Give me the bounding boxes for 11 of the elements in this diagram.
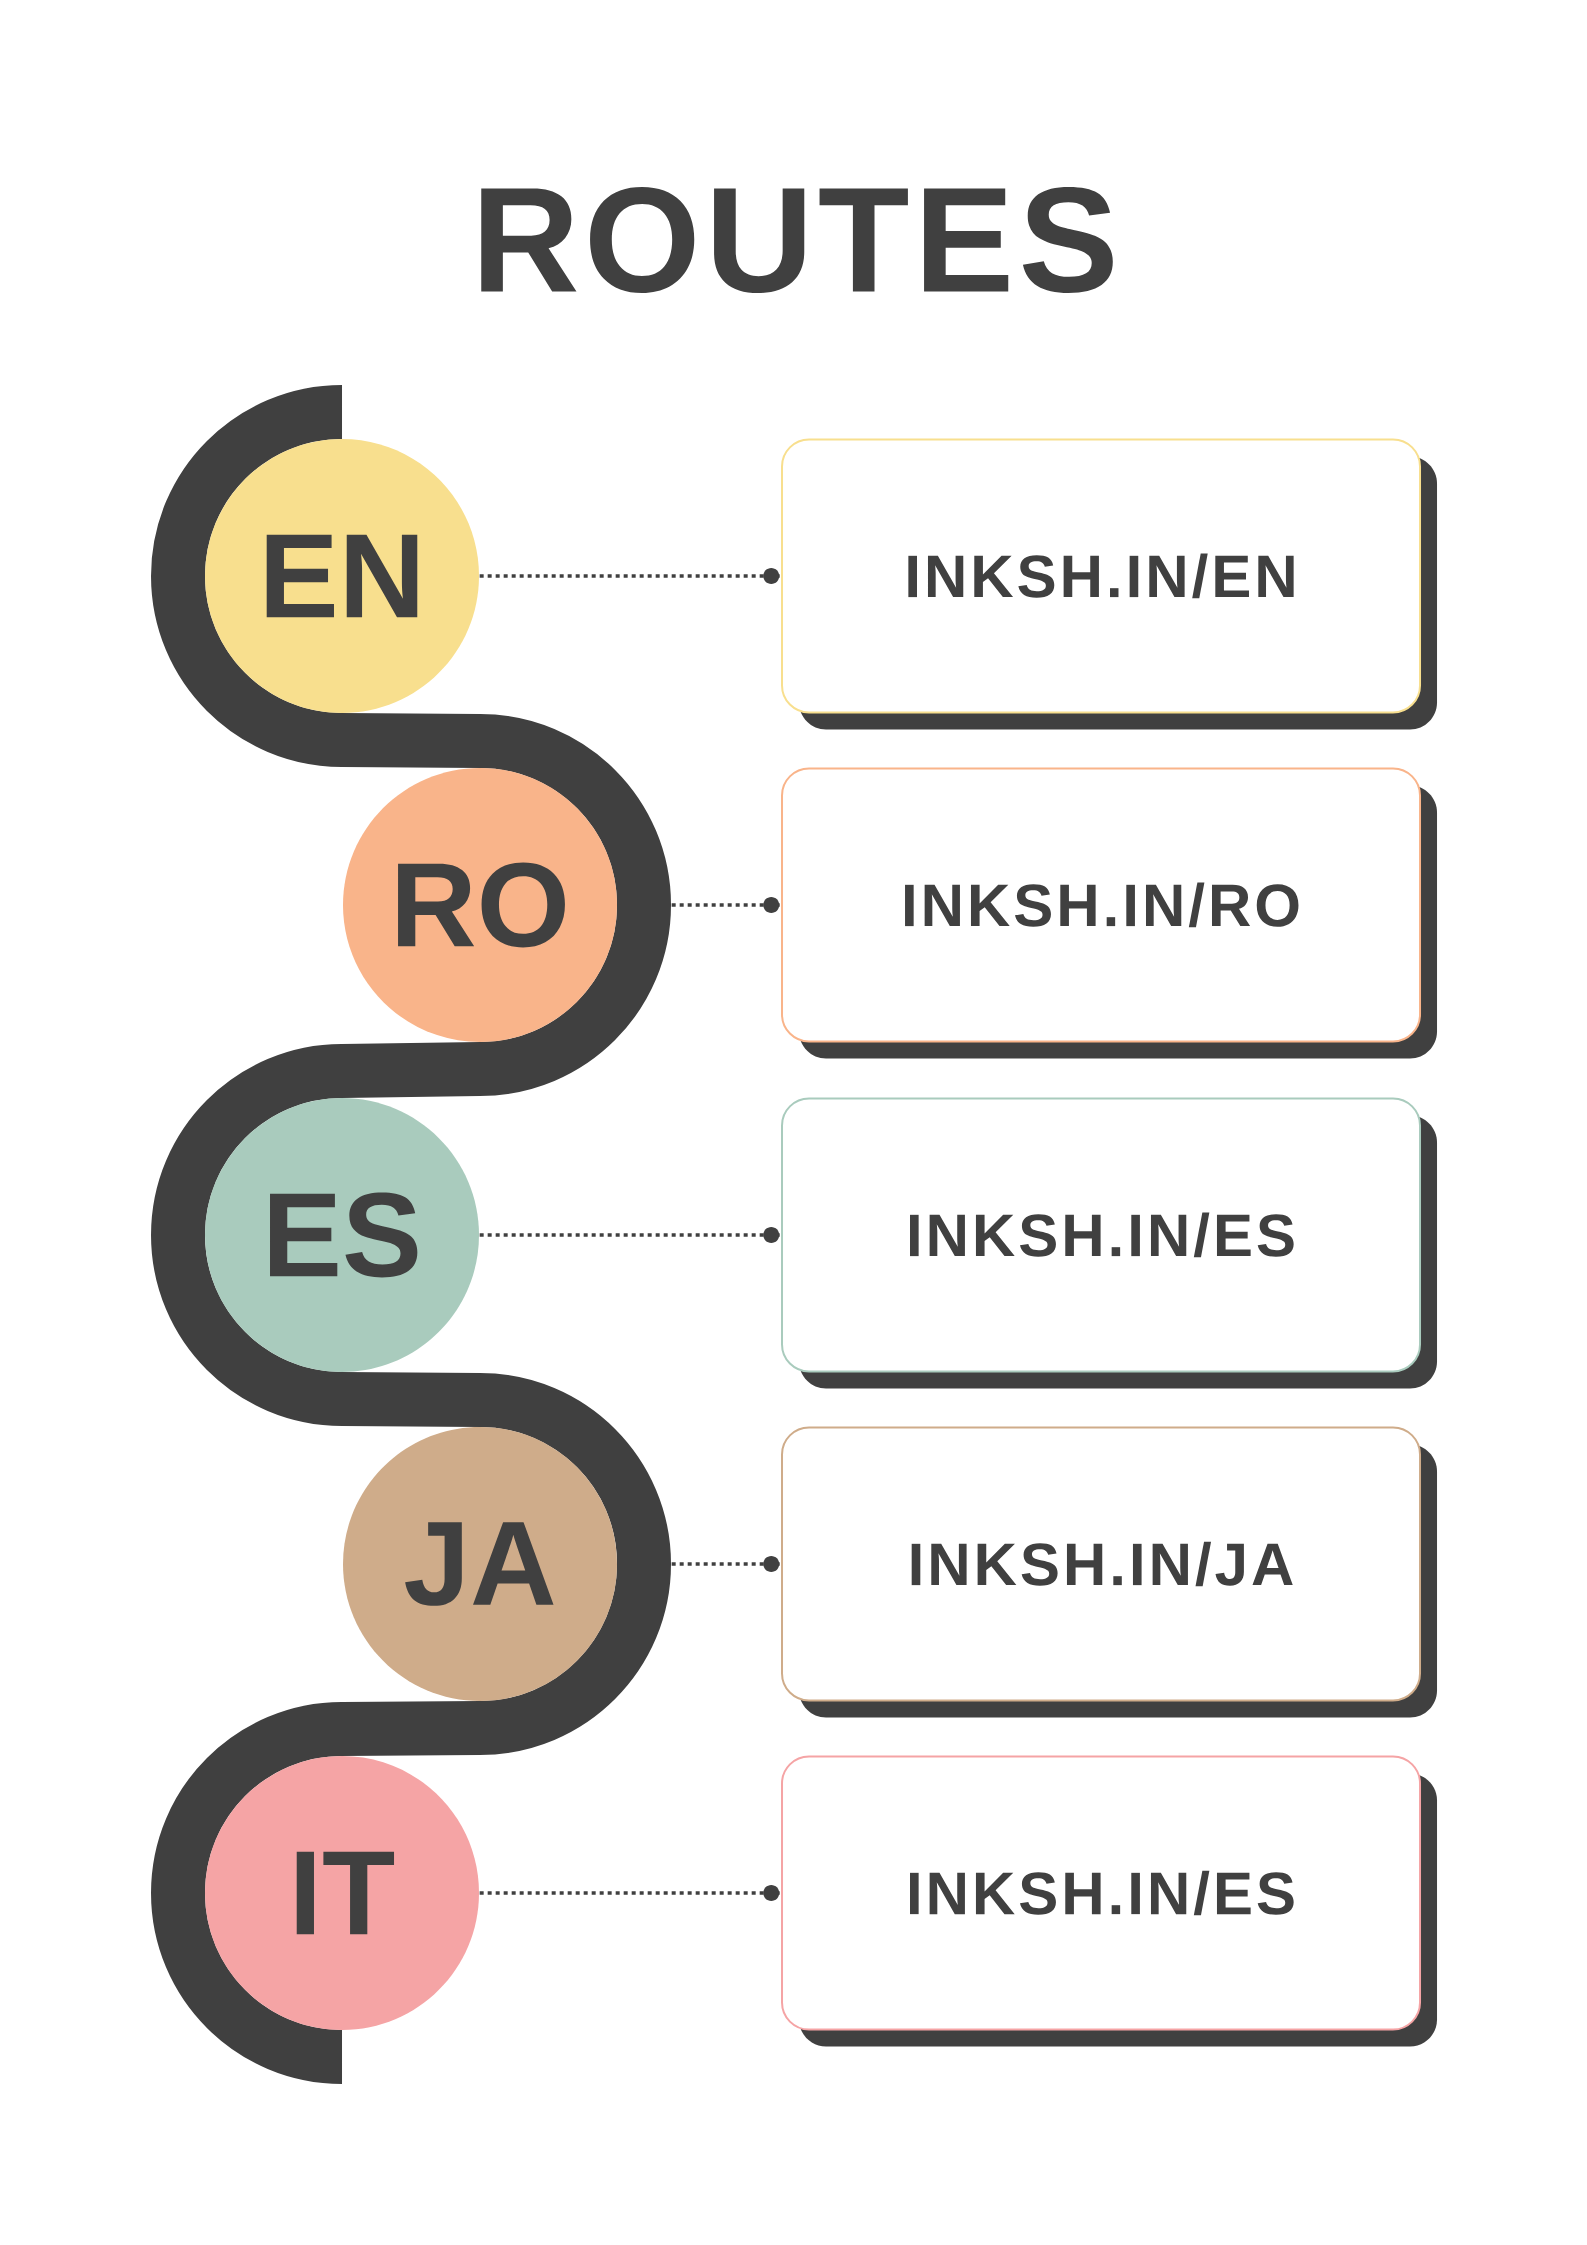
link-card: INKSH.IN/EN: [781, 438, 1438, 730]
link-card: INKSH.IN/ES: [781, 1755, 1438, 2047]
link-card: INKSH.IN/ES: [781, 1097, 1438, 1389]
title: ROUTES: [481, 186, 1113, 294]
link-card: INKSH.IN/JA: [781, 1426, 1438, 1718]
dotted-connector: [479, 1885, 781, 1901]
dotted-connector: [479, 567, 781, 584]
link-card: INKSH.IN/RO: [781, 767, 1438, 1059]
dotted-connector: [479, 1227, 781, 1243]
dotted-connector: [671, 1556, 781, 1572]
dotted-connector: [671, 897, 781, 913]
